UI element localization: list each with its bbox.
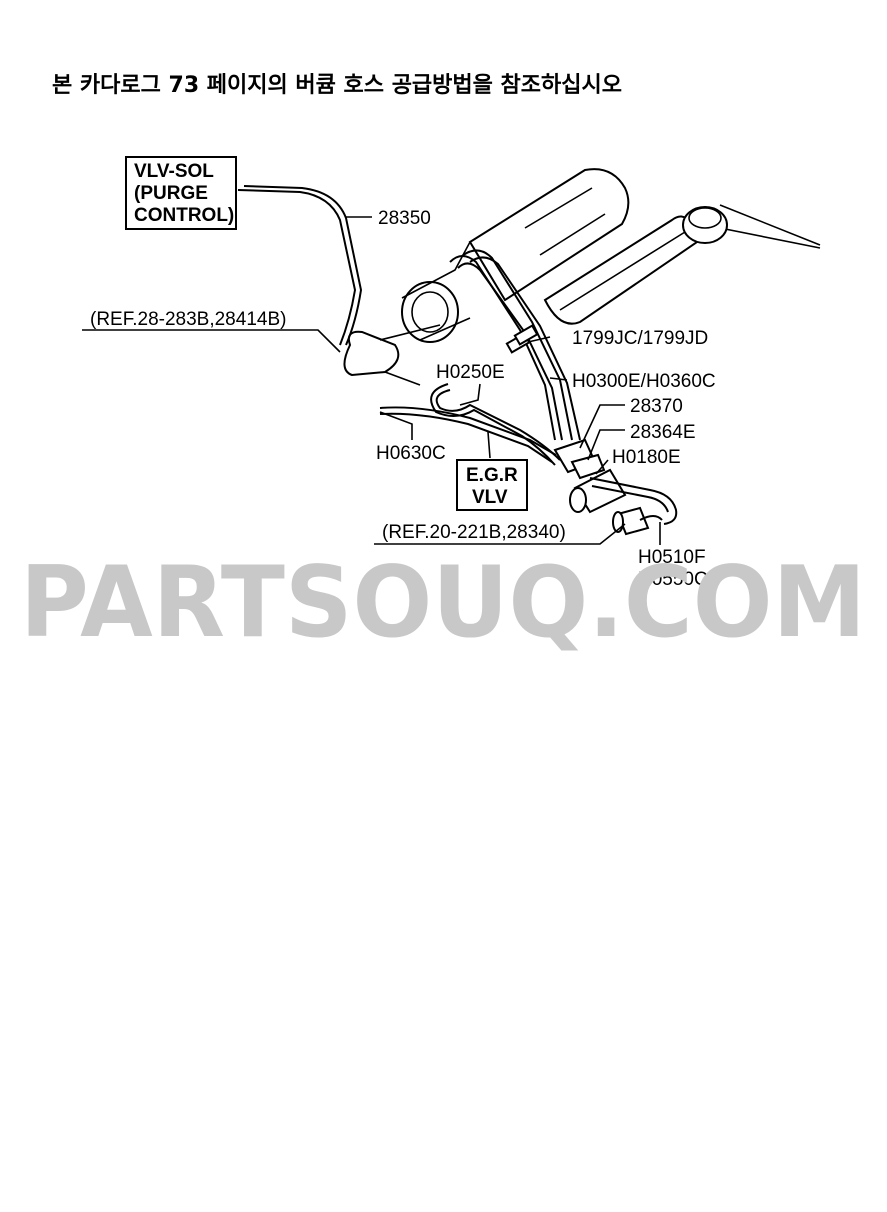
engine-drawing (343, 168, 821, 536)
label-28350: 28350 (378, 208, 431, 229)
vlv-sol-line-3: CONTROL) (134, 205, 234, 226)
label-28364e: 28364E (630, 422, 696, 443)
label-h0550c: H0550C (638, 569, 708, 590)
egr-vlv-line-2: VLV (472, 487, 508, 508)
label-h0180e: H0180E (612, 447, 681, 468)
hoses (237, 185, 678, 525)
reference-note: 본 카다로그 73 페이지의 버큠 호스 공급방법을 참조하십시오 (52, 73, 622, 98)
label-h0630c: H0630C (376, 443, 446, 464)
label-h0510f: H0510F (638, 547, 706, 568)
egr-vlv-line-1: E.G.R (466, 465, 518, 486)
label-28370: 28370 (630, 396, 683, 417)
label-ref-20: (REF.20-221B,28340) (382, 522, 566, 543)
label-ref-28: (REF.28-283B,28414B) (90, 309, 286, 330)
vlv-sol-line-2: (PURGE (134, 183, 208, 204)
vlv-sol-line-1: VLV-SOL (134, 161, 214, 182)
label-1799jc: 1799JC/1799JD (572, 328, 708, 349)
label-h0250e: H0250E (436, 362, 505, 383)
part-labels: 28350 (REF.28-283B,28414B) 1799JC/1799JD… (90, 208, 716, 590)
egr-vlv-box: E.G.R VLV (456, 459, 528, 511)
vlv-sol-box: VLV-SOL (PURGE CONTROL) (125, 156, 237, 230)
label-h0300e: H0300E/H0360C (572, 371, 716, 392)
watermark: PARTSOUQ.COM (20, 546, 866, 660)
leader-lines (82, 216, 661, 545)
